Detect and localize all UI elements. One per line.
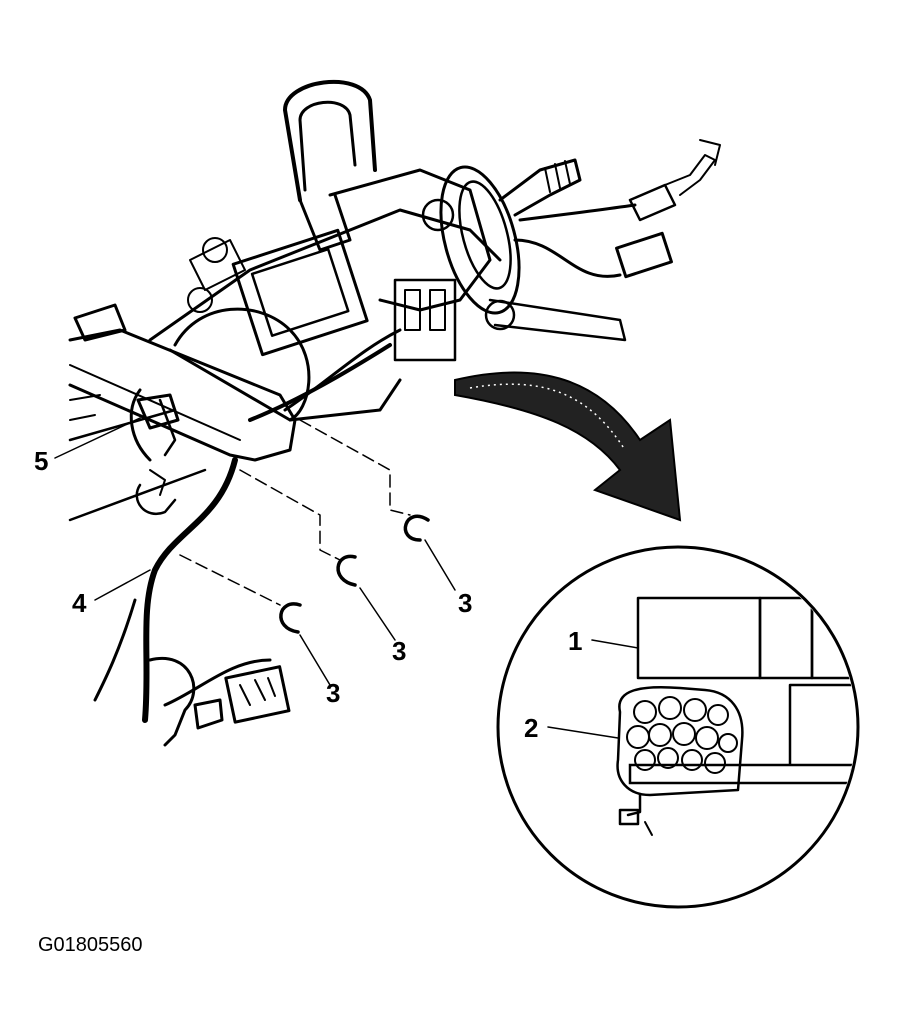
callout-3a: 3 (458, 588, 472, 618)
callout-1: 1 (568, 626, 582, 656)
detail-inset (496, 545, 860, 909)
lower-column-tube (68, 388, 207, 522)
clip-middle (336, 554, 357, 587)
harness-clamp (135, 393, 180, 515)
callout-leaders (54, 417, 639, 739)
wiring-harness (93, 328, 402, 747)
steering-column-body (148, 168, 502, 422)
tilt-lever (283, 79, 377, 202)
clip-upper (403, 514, 430, 542)
steering-shaft (439, 158, 627, 342)
detail-arrow (454, 371, 682, 522)
support-beam (68, 303, 297, 462)
clip-lower (279, 602, 302, 634)
callout-4: 4 (72, 588, 87, 618)
callout-5: 5 (34, 446, 48, 476)
callout-3c: 3 (326, 678, 340, 708)
callout-3b: 3 (392, 636, 406, 666)
upper-harness (513, 139, 721, 279)
harness-clips (179, 419, 430, 634)
figure-reference-code: G01805560 (38, 934, 143, 956)
callout-2: 2 (524, 713, 538, 743)
